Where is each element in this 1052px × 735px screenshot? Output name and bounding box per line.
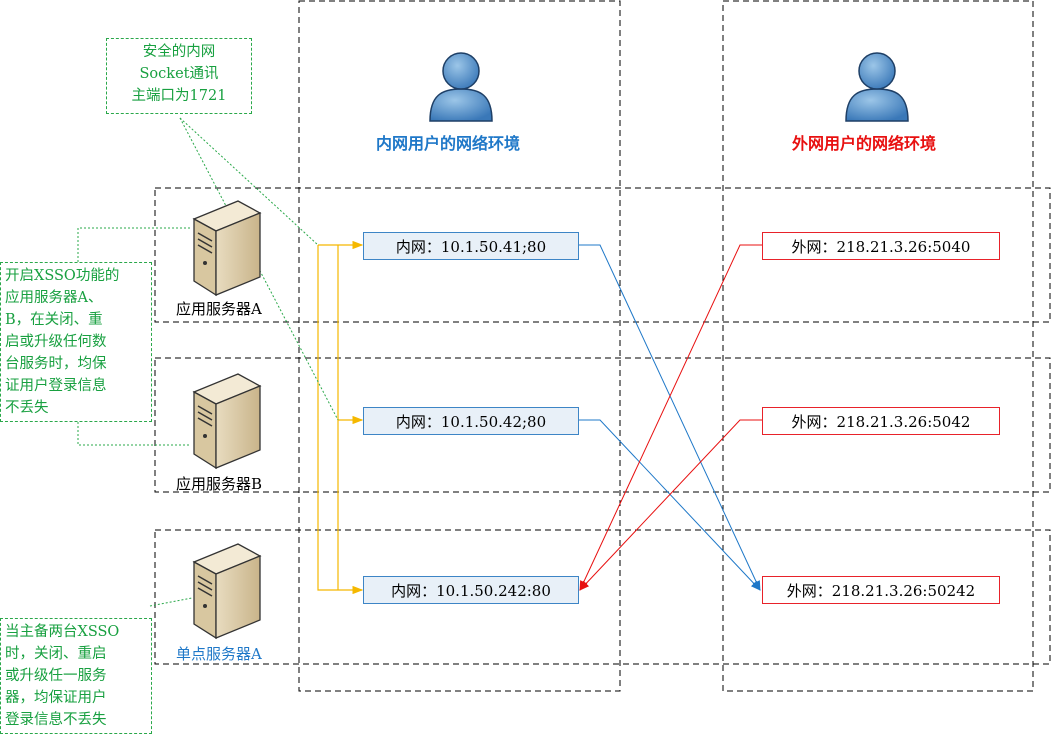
internal-env-frame (298, 0, 621, 692)
user-icon (845, 52, 909, 122)
internal-address-1: 内网：10.1.50.41;80 (363, 232, 579, 260)
external-env-title: 外网用户的网络环境 (792, 134, 937, 153)
socket-note: 安全的内网 Socket通讯 主端口为1721 (106, 38, 252, 114)
server-icon (192, 543, 262, 640)
internal-address-3: 内网：10.1.50.242:80 (363, 576, 579, 604)
internal-to-external-links (579, 244, 761, 591)
socket-links (317, 240, 364, 595)
row-band-sso (154, 529, 1051, 665)
app-servers-note: 开启XSSO功能的 应用服务器A、 B，在关闭、重 启或升级任何数 台服务时，均… (0, 262, 152, 422)
internal-env-title: 内网用户的网络环境 (376, 134, 521, 153)
external-to-internal-links (579, 244, 762, 591)
server-label-sso: 单点服务器A (176, 645, 262, 663)
internal-address-2: 内网：10.1.50.42;80 (363, 407, 579, 435)
sso-server-note: 当主备两台XSSO 时，关闭、重启 或升级任一服务 器，均保证用户 登录信息不丢… (0, 618, 152, 734)
server-icon (192, 200, 262, 297)
note-leaders (77, 117, 339, 607)
external-address-1: 外网：218.21.3.26:5040 (762, 232, 1000, 260)
server-label-app-a: 应用服务器A (176, 300, 262, 318)
external-address-3: 外网：218.21.3.26:50242 (762, 576, 1000, 604)
external-env-frame (722, 0, 1034, 692)
user-icon (429, 52, 493, 122)
server-label-app-b: 应用服务器B (176, 475, 263, 493)
row-band-app-b (154, 357, 1051, 493)
external-address-2: 外网：218.21.3.26:5042 (762, 407, 1000, 435)
server-icon (192, 373, 262, 470)
row-band-app-a (154, 187, 1051, 323)
